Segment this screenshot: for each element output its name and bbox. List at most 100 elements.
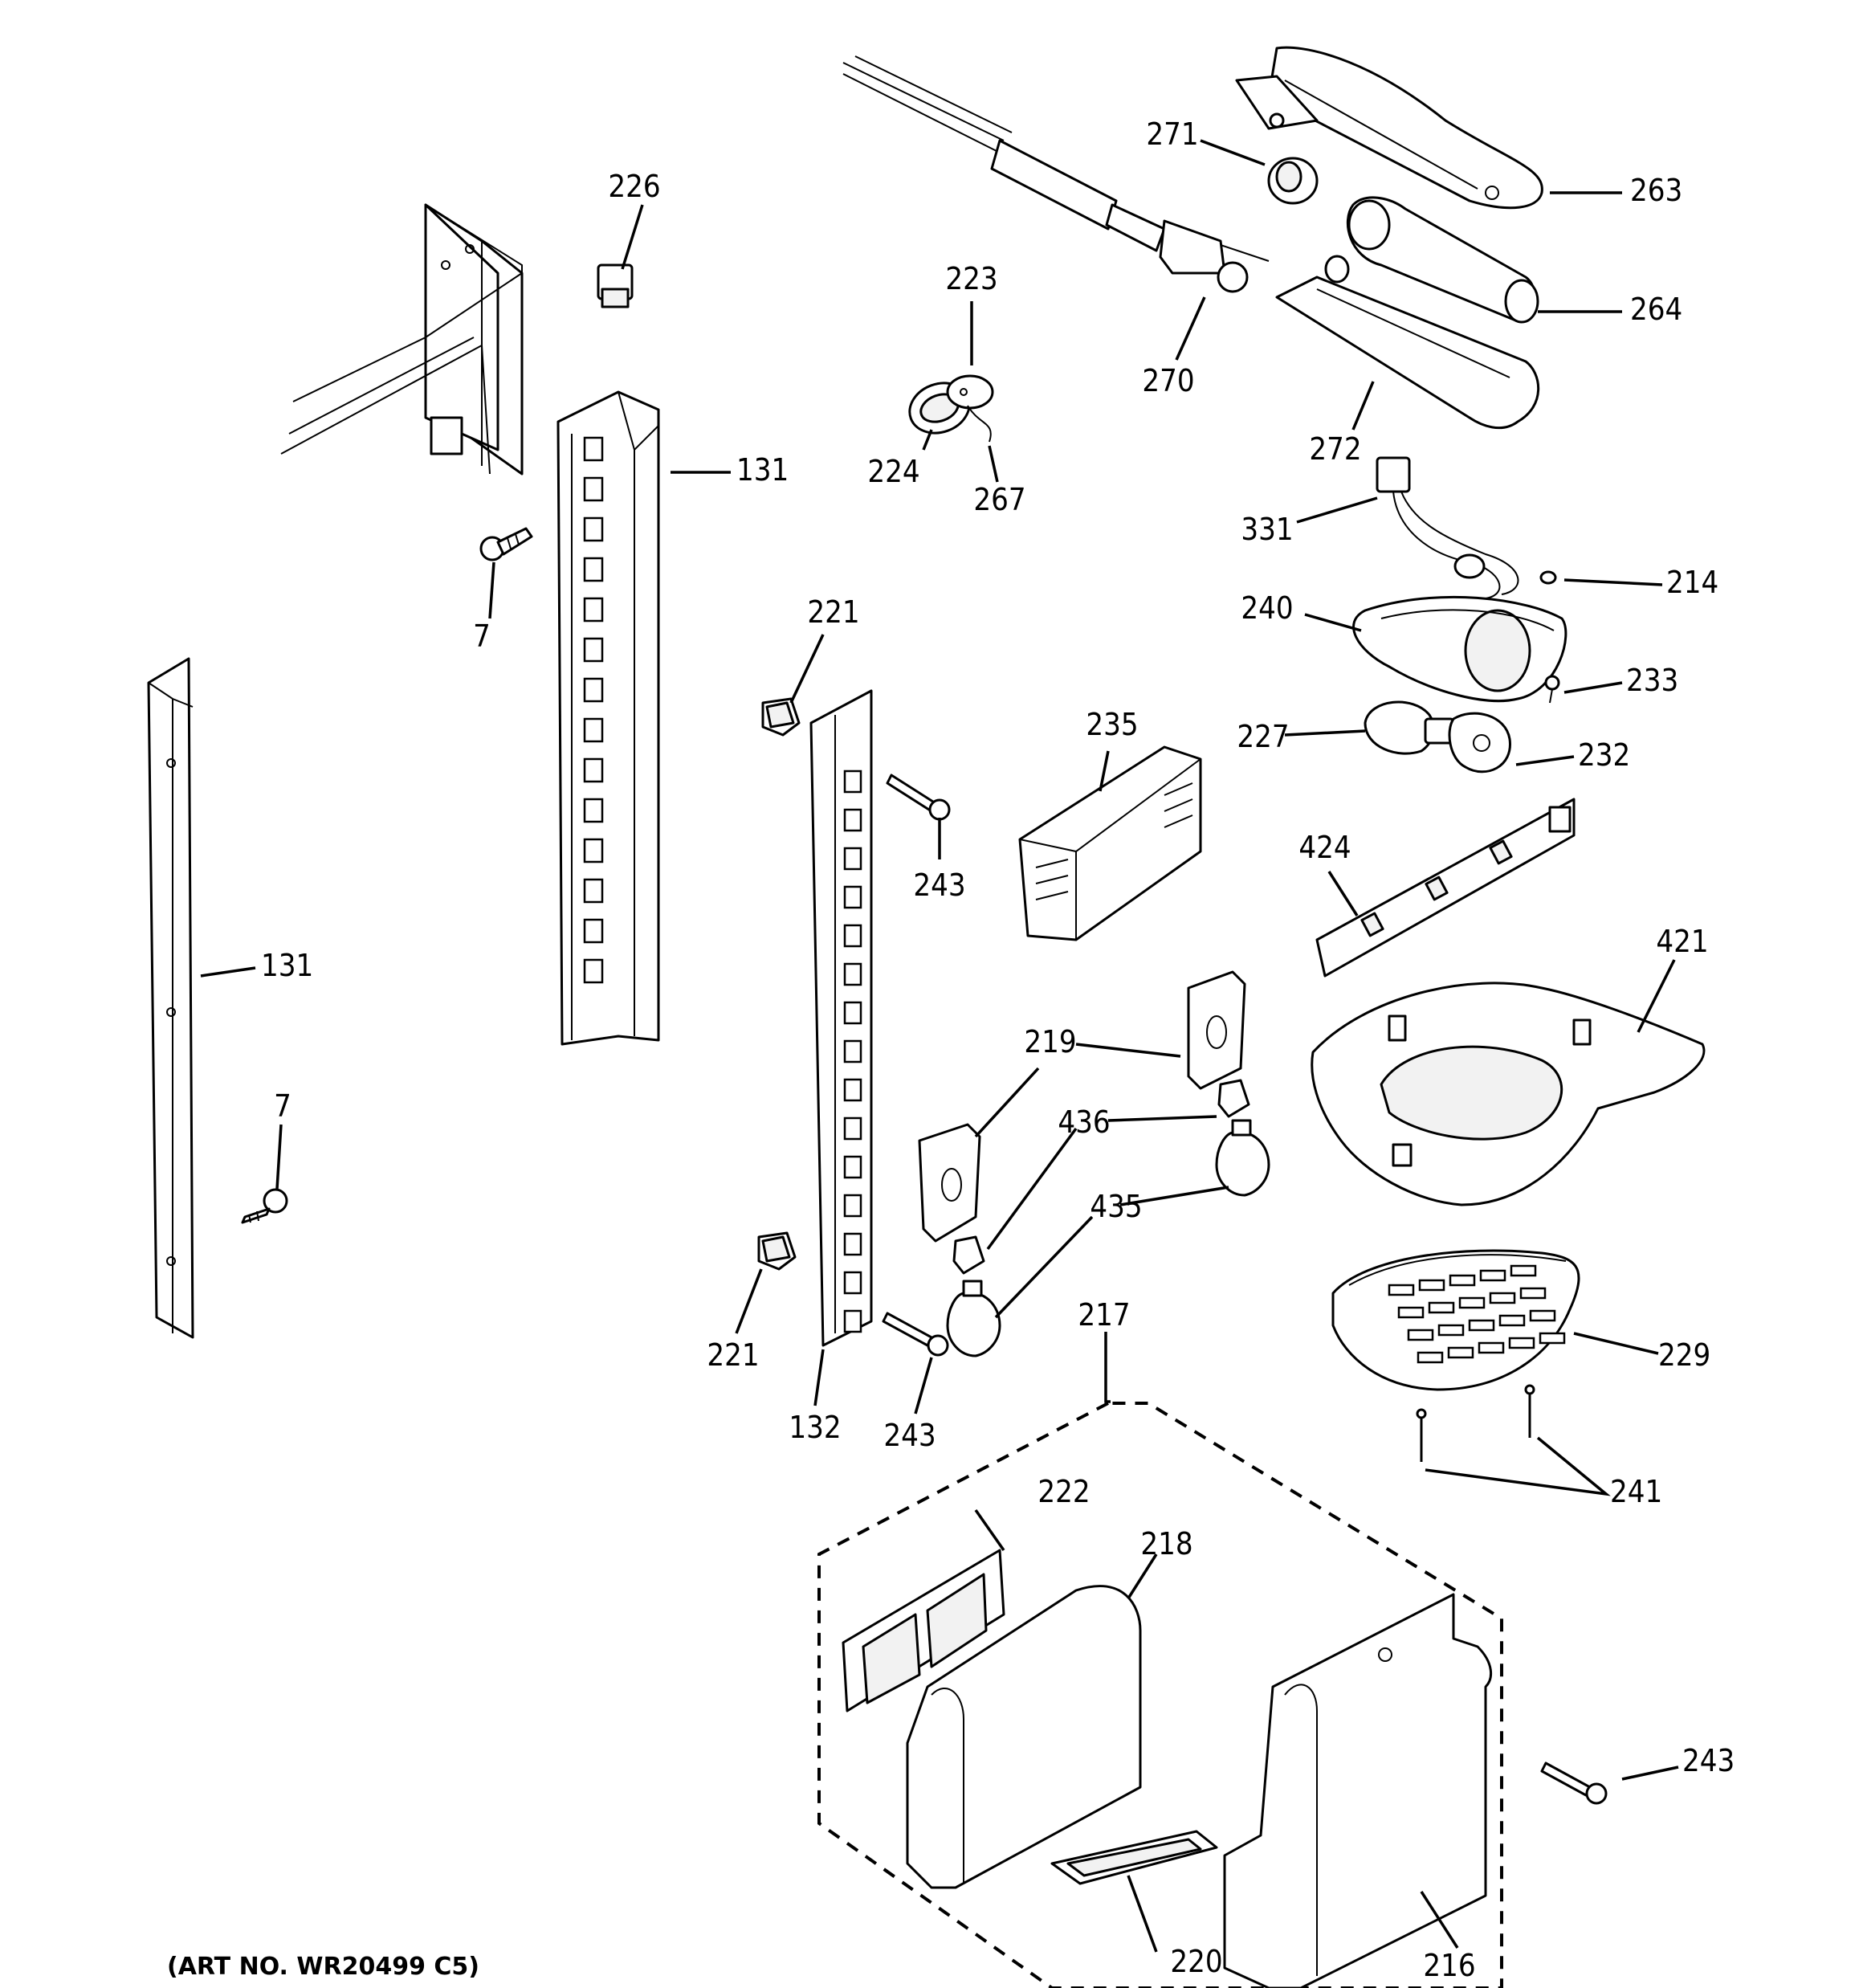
rail-slot bbox=[583, 516, 604, 542]
rail-slot bbox=[583, 637, 604, 663]
grille-opening bbox=[1539, 1332, 1566, 1345]
grille-opening bbox=[1407, 1329, 1434, 1341]
callout-217: 217 bbox=[1078, 1297, 1130, 1333]
part-235-vent-cover bbox=[1018, 745, 1202, 941]
callout-221-lower: 221 bbox=[707, 1337, 759, 1373]
callout-226: 226 bbox=[608, 169, 660, 204]
grille-opening bbox=[1478, 1341, 1505, 1354]
grille-opening bbox=[1529, 1309, 1556, 1322]
callout-214: 214 bbox=[1666, 565, 1718, 600]
part-219-light-housing-right bbox=[1187, 970, 1246, 1090]
part-424-control-board bbox=[1315, 798, 1576, 978]
callout-241: 241 bbox=[1610, 1474, 1662, 1509]
callout-223: 223 bbox=[945, 261, 997, 296]
callout-233: 233 bbox=[1626, 663, 1678, 698]
callout-227: 227 bbox=[1237, 719, 1289, 754]
callout-243-right: 243 bbox=[1682, 1743, 1735, 1778]
part-241-screws bbox=[1416, 1384, 1535, 1462]
part-219-light-housing-left bbox=[918, 1123, 981, 1243]
rail-slot bbox=[583, 757, 604, 783]
part-240-light-cover bbox=[1352, 595, 1567, 703]
callout-219: 219 bbox=[1024, 1024, 1076, 1059]
grille-opening bbox=[1458, 1296, 1486, 1309]
rail-slot bbox=[583, 436, 604, 462]
rail-slot bbox=[583, 476, 604, 502]
callout-224: 224 bbox=[867, 454, 919, 489]
grille-opening bbox=[1468, 1319, 1495, 1332]
grille-opening bbox=[1449, 1274, 1476, 1287]
rail-slot bbox=[843, 1155, 862, 1179]
rail-131-slots bbox=[583, 436, 604, 984]
rail-slot bbox=[843, 1116, 862, 1141]
rail-slot bbox=[583, 878, 604, 904]
part-331-wire-harness bbox=[1376, 456, 1519, 599]
callout-424: 424 bbox=[1298, 830, 1351, 865]
grille-opening bbox=[1447, 1346, 1474, 1359]
callout-232: 232 bbox=[1578, 737, 1630, 773]
grille-opening bbox=[1519, 1287, 1547, 1300]
rail-slot bbox=[843, 808, 862, 832]
callout-7-lower: 7 bbox=[274, 1088, 291, 1124]
callout-221-upper: 221 bbox=[807, 594, 859, 630]
part-131-rail-upper bbox=[556, 390, 660, 1046]
part-272-housing-bottom bbox=[1275, 255, 1540, 430]
callout-272: 272 bbox=[1309, 431, 1361, 467]
rail-slot bbox=[583, 918, 604, 944]
rail-slot bbox=[843, 1271, 862, 1295]
part-7-screw-lower bbox=[241, 1188, 288, 1224]
callout-243-upper: 243 bbox=[913, 867, 965, 903]
callout-216: 216 bbox=[1423, 1948, 1475, 1983]
rail-slot bbox=[583, 717, 604, 743]
callout-435: 435 bbox=[1090, 1189, 1142, 1224]
part-226-clip bbox=[597, 263, 634, 308]
part-263-housing-top bbox=[1235, 46, 1543, 210]
part-435-bulb-right bbox=[1215, 1119, 1270, 1197]
part-221-clip-lower bbox=[757, 1231, 797, 1271]
part-243-screw-right bbox=[1540, 1761, 1608, 1805]
part-233-screw bbox=[1544, 675, 1560, 704]
grille-opening bbox=[1397, 1306, 1425, 1319]
part-267-wire bbox=[967, 405, 992, 443]
rail-slot bbox=[843, 1194, 862, 1218]
grille-opening bbox=[1498, 1314, 1526, 1327]
rail-slot bbox=[843, 769, 862, 794]
part-270-tube-assembly bbox=[842, 55, 1270, 293]
part-131-rail-lower bbox=[147, 657, 194, 1339]
callout-267: 267 bbox=[973, 482, 1025, 517]
grille-opening bbox=[1388, 1284, 1415, 1296]
part-221-clip-upper bbox=[761, 697, 801, 737]
part-243-screw-upper bbox=[886, 774, 951, 821]
rail-slot bbox=[583, 557, 604, 582]
grille-opening bbox=[1428, 1301, 1455, 1314]
rail-slot bbox=[843, 1078, 862, 1102]
part-421-light-housing bbox=[1311, 982, 1706, 1206]
callout-7-upper: 7 bbox=[473, 618, 491, 654]
grille-opening bbox=[1479, 1269, 1506, 1282]
part-216-cover bbox=[1223, 1593, 1493, 1988]
grille-opening bbox=[1417, 1351, 1444, 1364]
grille-opening bbox=[1508, 1337, 1535, 1349]
rail-slot bbox=[583, 597, 604, 623]
callout-263: 263 bbox=[1630, 173, 1682, 208]
rail-slot bbox=[843, 1309, 862, 1333]
part-436-socket-right bbox=[1217, 1079, 1250, 1118]
callout-331: 331 bbox=[1241, 512, 1293, 547]
grille-opening bbox=[1418, 1279, 1445, 1292]
callout-229: 229 bbox=[1658, 1337, 1710, 1373]
art-number: (ART NO. WR20499 C5) bbox=[167, 1953, 479, 1981]
part-264-filter-cartridge bbox=[1346, 196, 1539, 324]
part-132-rail bbox=[809, 689, 873, 1347]
part-435-bulb-left bbox=[946, 1280, 1001, 1357]
part-222-gasket bbox=[842, 1549, 1005, 1712]
callout-222: 222 bbox=[1037, 1474, 1090, 1509]
callout-421: 421 bbox=[1656, 924, 1708, 959]
part-227-bulb bbox=[1364, 700, 1455, 755]
part-220-gasket bbox=[1050, 1830, 1218, 1885]
rail-slot bbox=[843, 1001, 862, 1025]
part-218-cover bbox=[906, 1585, 1142, 1889]
callout-132: 132 bbox=[789, 1410, 841, 1445]
callout-264: 264 bbox=[1630, 292, 1682, 327]
callout-labels: 226 131 7 131 7 221 243 221 132 243 223 … bbox=[261, 116, 1735, 1983]
part-214-nut bbox=[1539, 570, 1557, 585]
